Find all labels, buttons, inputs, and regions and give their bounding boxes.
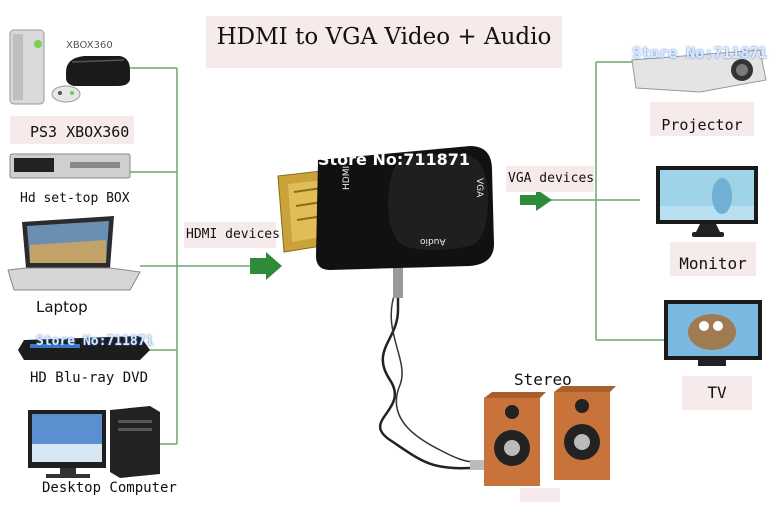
label-vga-devices: VGA devices (506, 166, 594, 192)
stereo-label-backdrop (520, 488, 560, 502)
projector-watermark: Store No:711871 (632, 44, 768, 62)
page-title: HDMI to VGA Video + Audio (206, 16, 562, 68)
audio-cable (378, 260, 471, 470)
label-ps3-xbox360: PS3 XBOX360 (10, 116, 134, 144)
audio-jack-plug (393, 268, 403, 298)
stereo-speakers-icon (484, 386, 616, 486)
label-tv: TV (682, 376, 752, 410)
label-bluray: HD Blu-ray DVD (30, 370, 149, 386)
label-settop-box: Hd set-top BOX (20, 191, 130, 206)
label-hdmi-devices: HDMI devices (184, 222, 280, 248)
label-desktop-computer: Desktop Computer (42, 480, 177, 496)
desktop-computer-icon (28, 406, 160, 478)
monitor-icon (656, 166, 758, 237)
settop-box-icon (9, 153, 131, 179)
audio-cable-strand (390, 289, 476, 463)
bluray-player-icon (18, 336, 150, 360)
projector-icon (631, 49, 767, 93)
controller-icon (51, 85, 81, 103)
adapter-store-label: Store No:711871 (318, 150, 471, 169)
xbox-logo-text: XBOX360 (66, 40, 113, 51)
adapter-audio-port-label: Audio (420, 236, 446, 246)
ps3-console-icon (66, 56, 130, 86)
bluray-watermark: Store No:711871 (36, 334, 154, 349)
label-projector: Projector (650, 102, 754, 136)
adapter-hdmi-port-label: HDMI (342, 165, 352, 190)
adapter-vga-port-label: VGA (474, 178, 484, 198)
xbox360-console-icon (9, 29, 45, 105)
tv-icon (664, 300, 762, 366)
laptop-icon (7, 216, 141, 291)
hdmi-arrow-icon (250, 252, 282, 280)
label-stereo: Stereo (514, 370, 572, 389)
hdmi-vga-adapter-icon (277, 146, 494, 270)
label-monitor: Monitor (670, 242, 756, 276)
label-laptop: Laptop (36, 298, 88, 316)
vga-arrow-icon (520, 189, 552, 211)
